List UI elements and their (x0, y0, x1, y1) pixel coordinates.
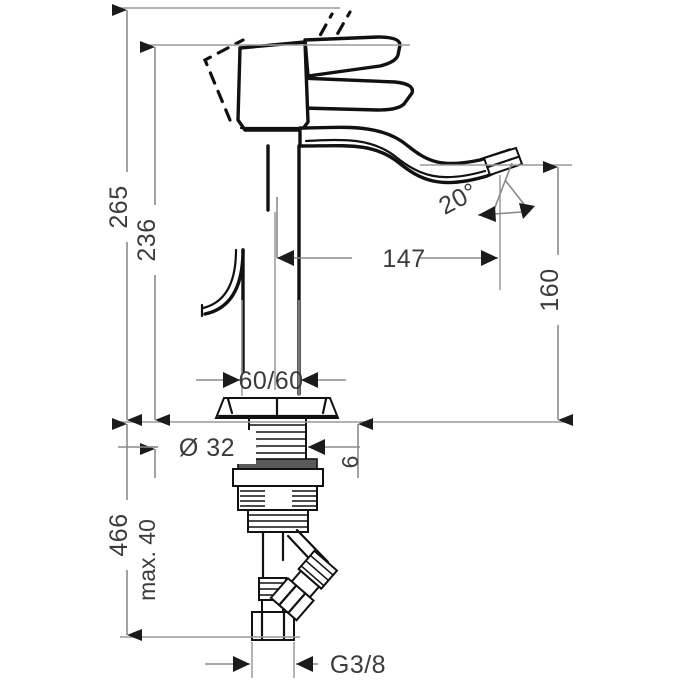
g38-hex-nut (251, 610, 295, 642)
dim-label-160: 160 (536, 268, 564, 311)
faucet-column (266, 144, 301, 396)
dim-label-466: 466 (105, 513, 133, 556)
dim-label-6: 6 (337, 456, 363, 469)
dim-label-147: 147 (382, 245, 425, 273)
dim-60-60: 60/60 (196, 300, 346, 396)
dim-466: 466 (105, 418, 142, 641)
spout-body (298, 125, 518, 185)
dim-max-40: max. 40 (134, 443, 160, 601)
dim-label-60-60: 60/60 (238, 367, 303, 395)
dim-dia-32: Ø 32 (118, 430, 360, 464)
dim-label-max-40: max. 40 (134, 519, 160, 601)
pop-up-lift-rod (200, 248, 245, 374)
faucet-drawing-group (200, 10, 524, 642)
dim-236: 236 (133, 41, 170, 426)
dim-6: 6 (337, 418, 373, 478)
dimension-annotations: 265 236 466 max. 40 160 (105, 4, 573, 679)
dim-label-236: 236 (133, 218, 161, 261)
dim-265: 265 (105, 4, 142, 426)
handle-housing (236, 40, 310, 132)
aerator-outlet (482, 146, 524, 177)
dim-label-g38: G3/8 (330, 651, 386, 679)
dim-147: 147 (274, 175, 501, 390)
dim-label-dia-32: Ø 32 (179, 434, 235, 462)
base-plate (214, 396, 340, 419)
hose-coupling-right (269, 549, 339, 622)
lever-handle (298, 35, 415, 112)
dim-g38: G3/8 (205, 642, 386, 679)
dim-label-265: 265 (105, 185, 133, 228)
dim-160: 160 (536, 161, 573, 426)
mounting-nut-assembly (232, 468, 324, 533)
